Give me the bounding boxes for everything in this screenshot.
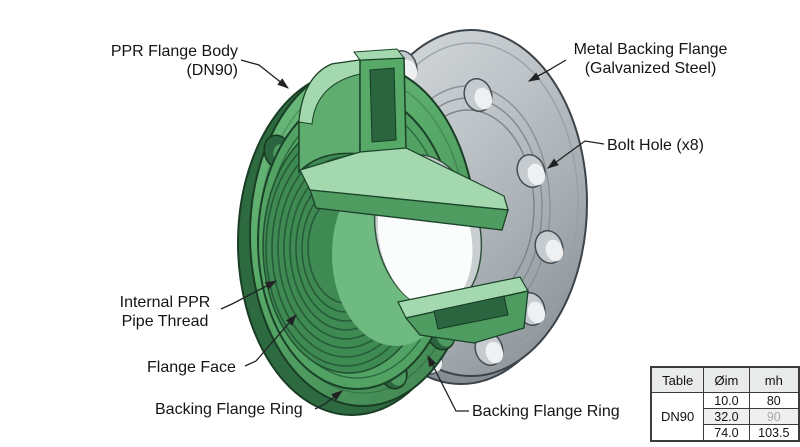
cutaway-column-top-face <box>353 48 405 61</box>
label-flange-face: Flange Face <box>147 359 236 376</box>
leader-lines <box>220 59 605 412</box>
label-metal-backing-flange-line2: (Galvanized Steel) <box>584 60 717 77</box>
label-internal-thread-line1: Internal PPR <box>119 294 211 311</box>
table-row: 32.0 90 <box>651 408 800 425</box>
top-cutaway-section <box>298 48 509 231</box>
spec-table-header-row: Table Øim mh <box>650 366 800 393</box>
spec-table-header-dia: Øim <box>703 366 750 393</box>
spec-table-cell-mh: 90 <box>748 408 800 425</box>
bolt-hole <box>463 78 493 112</box>
leader-backing-ring-right <box>427 354 469 412</box>
label-bolt-hole: Bolt Hole (x8) <box>607 137 704 154</box>
bottom-cutaway-section <box>397 276 529 344</box>
leader-backing-ring-left <box>314 390 343 410</box>
label-backing-flange-ring-right: Backing Flange Ring <box>472 403 620 420</box>
leader-bolt-hole <box>547 140 605 169</box>
label-metal-backing-flange: Metal Backing Flange (Galvanized Steel) <box>558 40 743 78</box>
table-row: DN90 10.0 80 <box>650 392 800 442</box>
cutaway-column-slot <box>369 67 397 143</box>
label-ppr-flange-body: PPR Flange Body (DN90) <box>60 42 238 80</box>
bolt-hole <box>516 154 546 188</box>
label-metal-backing-flange-line1: Metal Backing Flange <box>573 41 728 58</box>
leader-ppr-flange-body <box>240 59 289 89</box>
cutaway-ledge-front <box>309 189 509 231</box>
spec-table-cell-dia: 32.0 <box>703 408 750 425</box>
spec-table-cell-mh: 103.5 <box>748 424 800 442</box>
bolt-hole <box>534 230 564 264</box>
spec-table-cell-mh: 80 <box>748 392 800 409</box>
spec-table-cell-dia: 10.0 <box>703 392 750 409</box>
spec-table-header-mh: mh <box>748 366 800 393</box>
table-row: 74.0 103.5 <box>651 424 800 442</box>
leader-flange-face <box>244 314 297 367</box>
label-internal-thread-line2: Pipe Thread <box>121 313 209 330</box>
bolt-hole <box>474 332 504 366</box>
ppr-flange-body <box>237 48 529 416</box>
leader-internal-thread <box>220 280 278 310</box>
leader-metal-backing-flange <box>527 59 567 82</box>
spec-table-header-table: Table <box>650 366 705 393</box>
label-backing-flange-ring-left: Backing Flange Ring <box>155 401 303 418</box>
spec-table: Table Øim mh DN90 10.0 80 32.0 90 74.0 1… <box>650 366 800 442</box>
spec-table-cell-dia: 74.0 <box>703 424 750 442</box>
cutaway-slot <box>433 295 509 330</box>
label-ppr-flange-body-line1: PPR Flange Body <box>110 43 238 60</box>
spec-table-group-label: DN90 <box>650 392 705 442</box>
label-internal-ppr-pipe-thread: Internal PPR Pipe Thread <box>98 293 232 331</box>
label-ppr-flange-body-line2: (DN90) <box>186 62 238 79</box>
